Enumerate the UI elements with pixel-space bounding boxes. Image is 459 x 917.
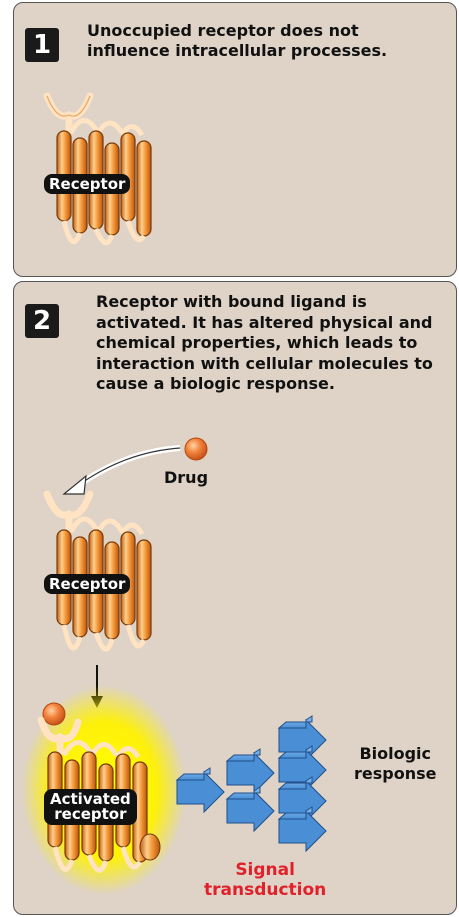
signal-line2: transduction xyxy=(204,880,327,900)
curved-arrow-head xyxy=(62,474,87,495)
biologic-line2: response xyxy=(354,764,437,783)
signal-arrow xyxy=(175,767,225,814)
step-number-1: 1 xyxy=(25,28,59,62)
activated-receptor-label: Activated receptor xyxy=(44,789,137,825)
drug-label: Drug xyxy=(164,468,209,487)
biologic-response-label: Biologic response xyxy=(354,744,436,784)
drug-molecule xyxy=(184,437,208,461)
receptor-illustration-1 xyxy=(43,92,152,246)
signal-arrow xyxy=(225,786,275,833)
step-number-2: 2 xyxy=(25,304,59,338)
signal-transduction-label: Signal transduction xyxy=(204,860,326,900)
signal-arrow xyxy=(277,745,327,792)
signal-arrow xyxy=(225,748,275,795)
receptor-label-2: Receptor xyxy=(44,574,131,594)
step-2-caption: Receptor with bound ligand is activated.… xyxy=(96,292,433,393)
activated-label-line2: receptor xyxy=(54,805,127,823)
step-2-panel: 2 Receptor with bound ligand is activate… xyxy=(13,281,457,915)
signal-line1: Signal xyxy=(235,860,295,880)
step-1-caption: Unoccupied receptor does not influence i… xyxy=(87,21,388,60)
signal-arrow xyxy=(277,715,327,762)
receptor-label-1: Receptor xyxy=(44,174,131,194)
signal-arrow xyxy=(277,806,327,853)
activated-label-line1: Activated xyxy=(50,790,131,808)
signal-arrow xyxy=(277,776,327,823)
biologic-line1: Biologic xyxy=(359,744,432,763)
step-1-panel: 1 Unoccupied receptor does not influence… xyxy=(13,2,457,277)
